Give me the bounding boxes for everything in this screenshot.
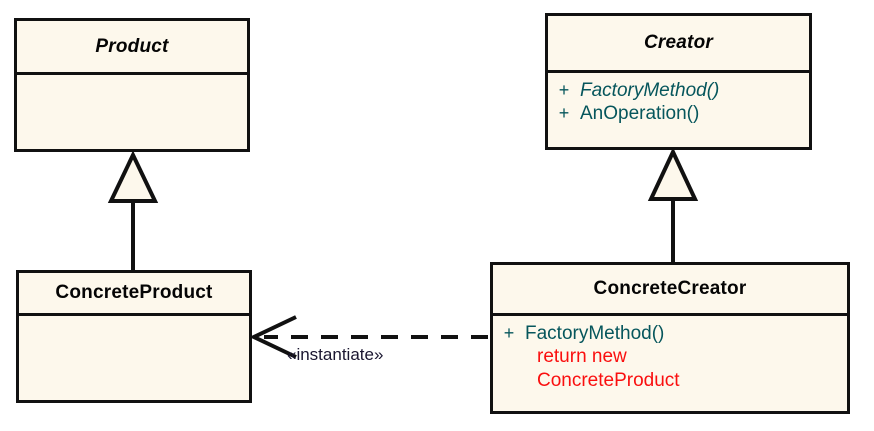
dependency-label-instantiate: «instantiate» xyxy=(287,345,384,364)
member-signature: FactoryMethod() xyxy=(525,323,665,344)
generalization-concreteproduct-to-product xyxy=(107,150,159,270)
creator-member-anoperation[interactable]: + AnOperation() xyxy=(548,102,809,125)
creator-members-compartment: + FactoryMethod() + AnOperation() xyxy=(548,73,809,147)
visibility-marker: + xyxy=(503,323,515,343)
product-class-name: Product xyxy=(95,35,169,57)
creator-name-compartment: Creator xyxy=(548,16,809,73)
class-box-product[interactable]: Product xyxy=(14,18,250,152)
concretecreator-name-compartment: ConcreteCreator xyxy=(493,265,847,316)
creator-member-factorymethod[interactable]: + FactoryMethod() xyxy=(548,79,809,102)
class-box-creator[interactable]: Creator + FactoryMethod() + AnOperation(… xyxy=(545,13,812,150)
visibility-marker: + xyxy=(558,80,570,100)
generalization-concretecreator-to-creator xyxy=(647,147,699,262)
visibility-marker: + xyxy=(558,103,570,123)
class-box-concretecreator[interactable]: ConcreteCreator + FactoryMethod() return… xyxy=(490,262,850,414)
concretecreator-note-line-2: ConcreteProduct xyxy=(537,370,680,391)
member-signature: AnOperation() xyxy=(580,103,700,124)
dependency-instantiate xyxy=(249,315,488,359)
concreteproduct-class-name: ConcreteProduct xyxy=(55,282,213,303)
concretecreator-class-name: ConcreteCreator xyxy=(593,278,747,299)
class-box-concreteproduct[interactable]: ConcreteProduct xyxy=(16,270,252,403)
concretecreator-note-line-1: return new xyxy=(537,346,627,367)
concretecreator-member-factorymethod[interactable]: + FactoryMethod() xyxy=(493,322,847,345)
concreteproduct-members-compartment xyxy=(19,316,249,400)
concretecreator-members-compartment: + FactoryMethod() return new ConcretePro… xyxy=(493,316,847,411)
creator-class-name: Creator xyxy=(644,32,713,53)
member-signature: FactoryMethod() xyxy=(580,80,720,101)
product-name-compartment: Product xyxy=(17,21,247,75)
concreteproduct-name-compartment: ConcreteProduct xyxy=(19,273,249,316)
product-members-compartment xyxy=(17,75,247,149)
